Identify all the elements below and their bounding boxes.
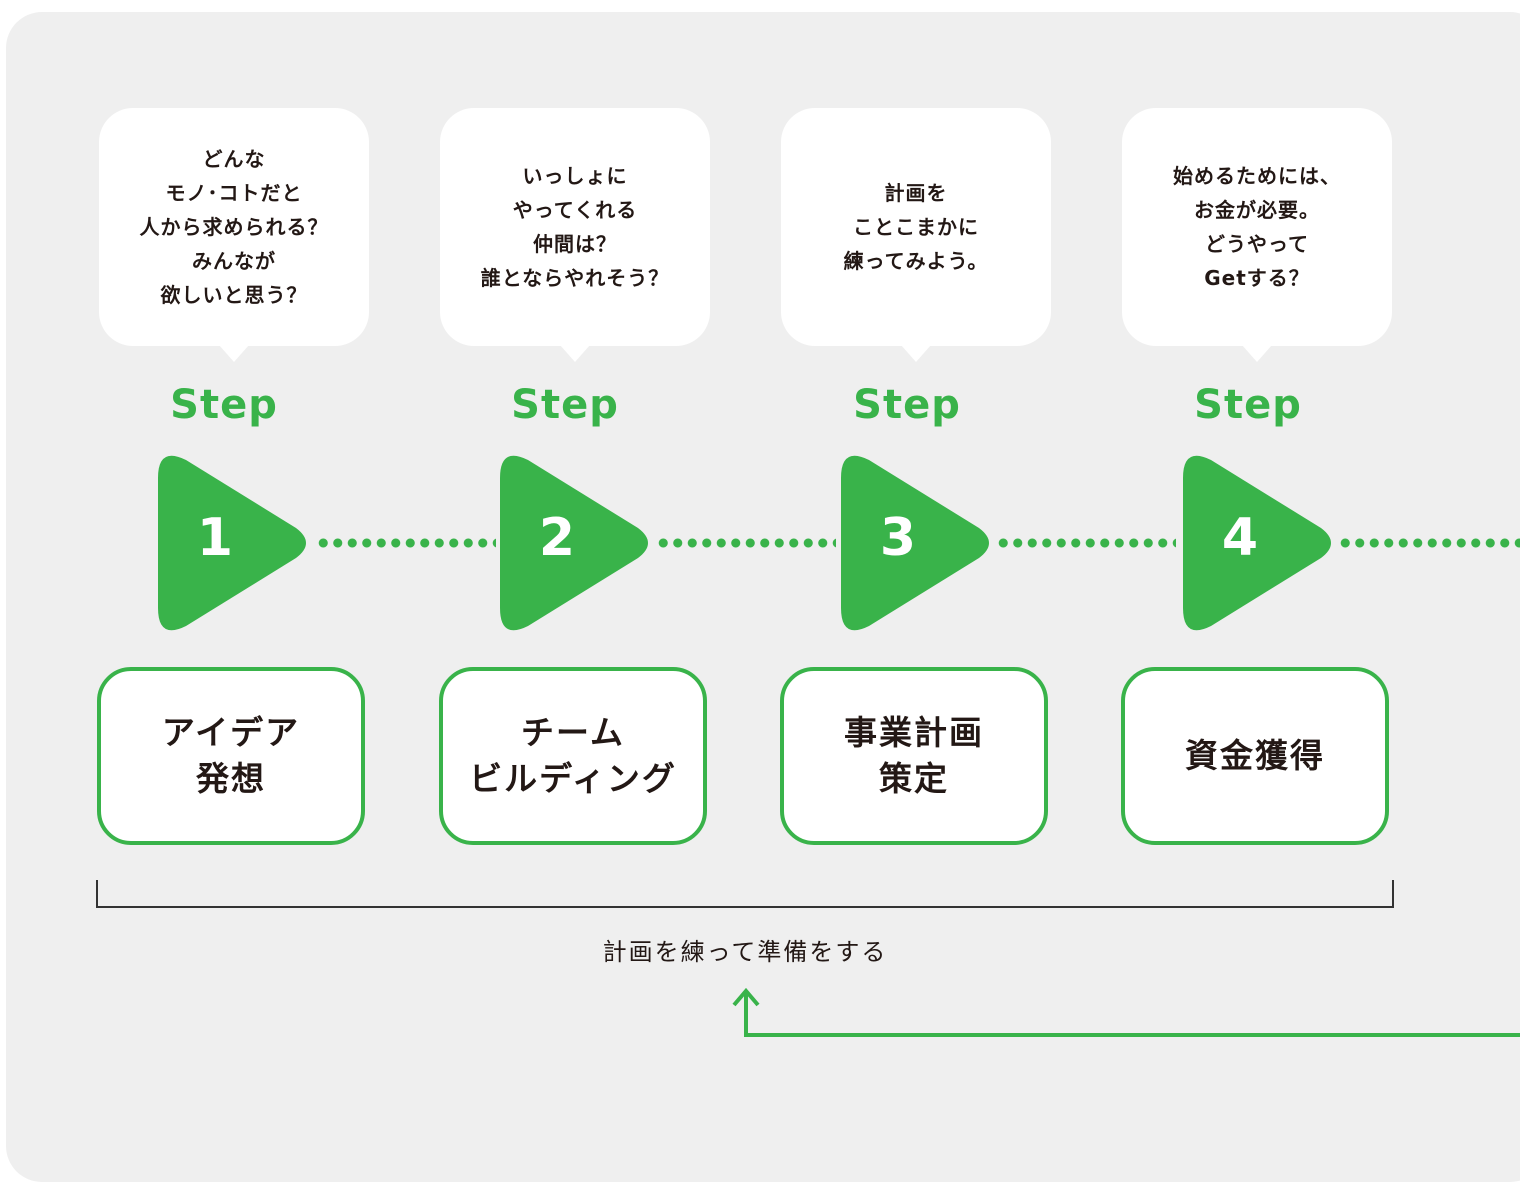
speech-bubble-step-4: 始めるためには、 お金が必要。 どうやって Getする？ xyxy=(1122,108,1392,362)
bracket-label: 計画を練って準備をする xyxy=(602,938,888,966)
bubble-question-step-1: どんな モノ･コトだと 人から求められる？ みんなが 欲しいと思う？ xyxy=(139,147,329,307)
dotted-connector-4 xyxy=(1338,537,1520,549)
planning-bracket xyxy=(96,880,1394,908)
dotted-connector-1 xyxy=(316,537,496,549)
dotted-connector-3 xyxy=(996,537,1176,549)
play-triangle-icon-4 xyxy=(1183,455,1331,631)
step-title-3: 事業計画 策定 xyxy=(844,713,984,798)
step-card-1: アイデア 発想 xyxy=(97,667,365,845)
bubble-question-step-2: いっしょに やってくれる 仲間は？ 誰とならやれそう？ xyxy=(480,164,670,290)
bubble-question-step-4: 始めるためには、 お金が必要。 どうやって Getする？ xyxy=(1173,164,1341,290)
step-label-1: Step xyxy=(170,382,278,428)
speech-bubble-step-1: どんな モノ･コトだと 人から求められる？ みんなが 欲しいと思う？ xyxy=(99,108,369,362)
dotted-connector-2 xyxy=(656,537,836,549)
step-card-3: 事業計画 策定 xyxy=(780,667,1048,845)
play-triangle-icon-1 xyxy=(158,455,306,631)
step-card-2: チーム ビルディング xyxy=(439,667,707,845)
bubble-question-step-3: 計画を ことこまかに 練ってみよう。 xyxy=(843,181,989,273)
step-number-1: 1 xyxy=(196,508,234,568)
step-label-3: Step xyxy=(853,382,961,428)
step-title-1: アイデア 発想 xyxy=(161,713,301,798)
step-label-4: Step xyxy=(1194,382,1302,428)
step-number-4: 4 xyxy=(1221,508,1259,568)
step-number-2: 2 xyxy=(538,508,576,568)
play-triangle-icon-3 xyxy=(841,455,989,631)
play-triangle-icon-2 xyxy=(500,455,648,631)
speech-bubble-step-2: いっしょに やってくれる 仲間は？ 誰とならやれそう？ xyxy=(440,108,710,362)
return-arrow-icon xyxy=(732,987,1520,1037)
step-title-2: チーム ビルディング xyxy=(469,713,677,798)
speech-bubble-step-3: 計画を ことこまかに 練ってみよう。 xyxy=(781,108,1051,362)
step-title-4: 資金獲得 xyxy=(1185,736,1325,775)
step-label-2: Step xyxy=(511,382,619,428)
step-number-3: 3 xyxy=(879,508,917,568)
step-card-4: 資金獲得 xyxy=(1121,667,1389,845)
